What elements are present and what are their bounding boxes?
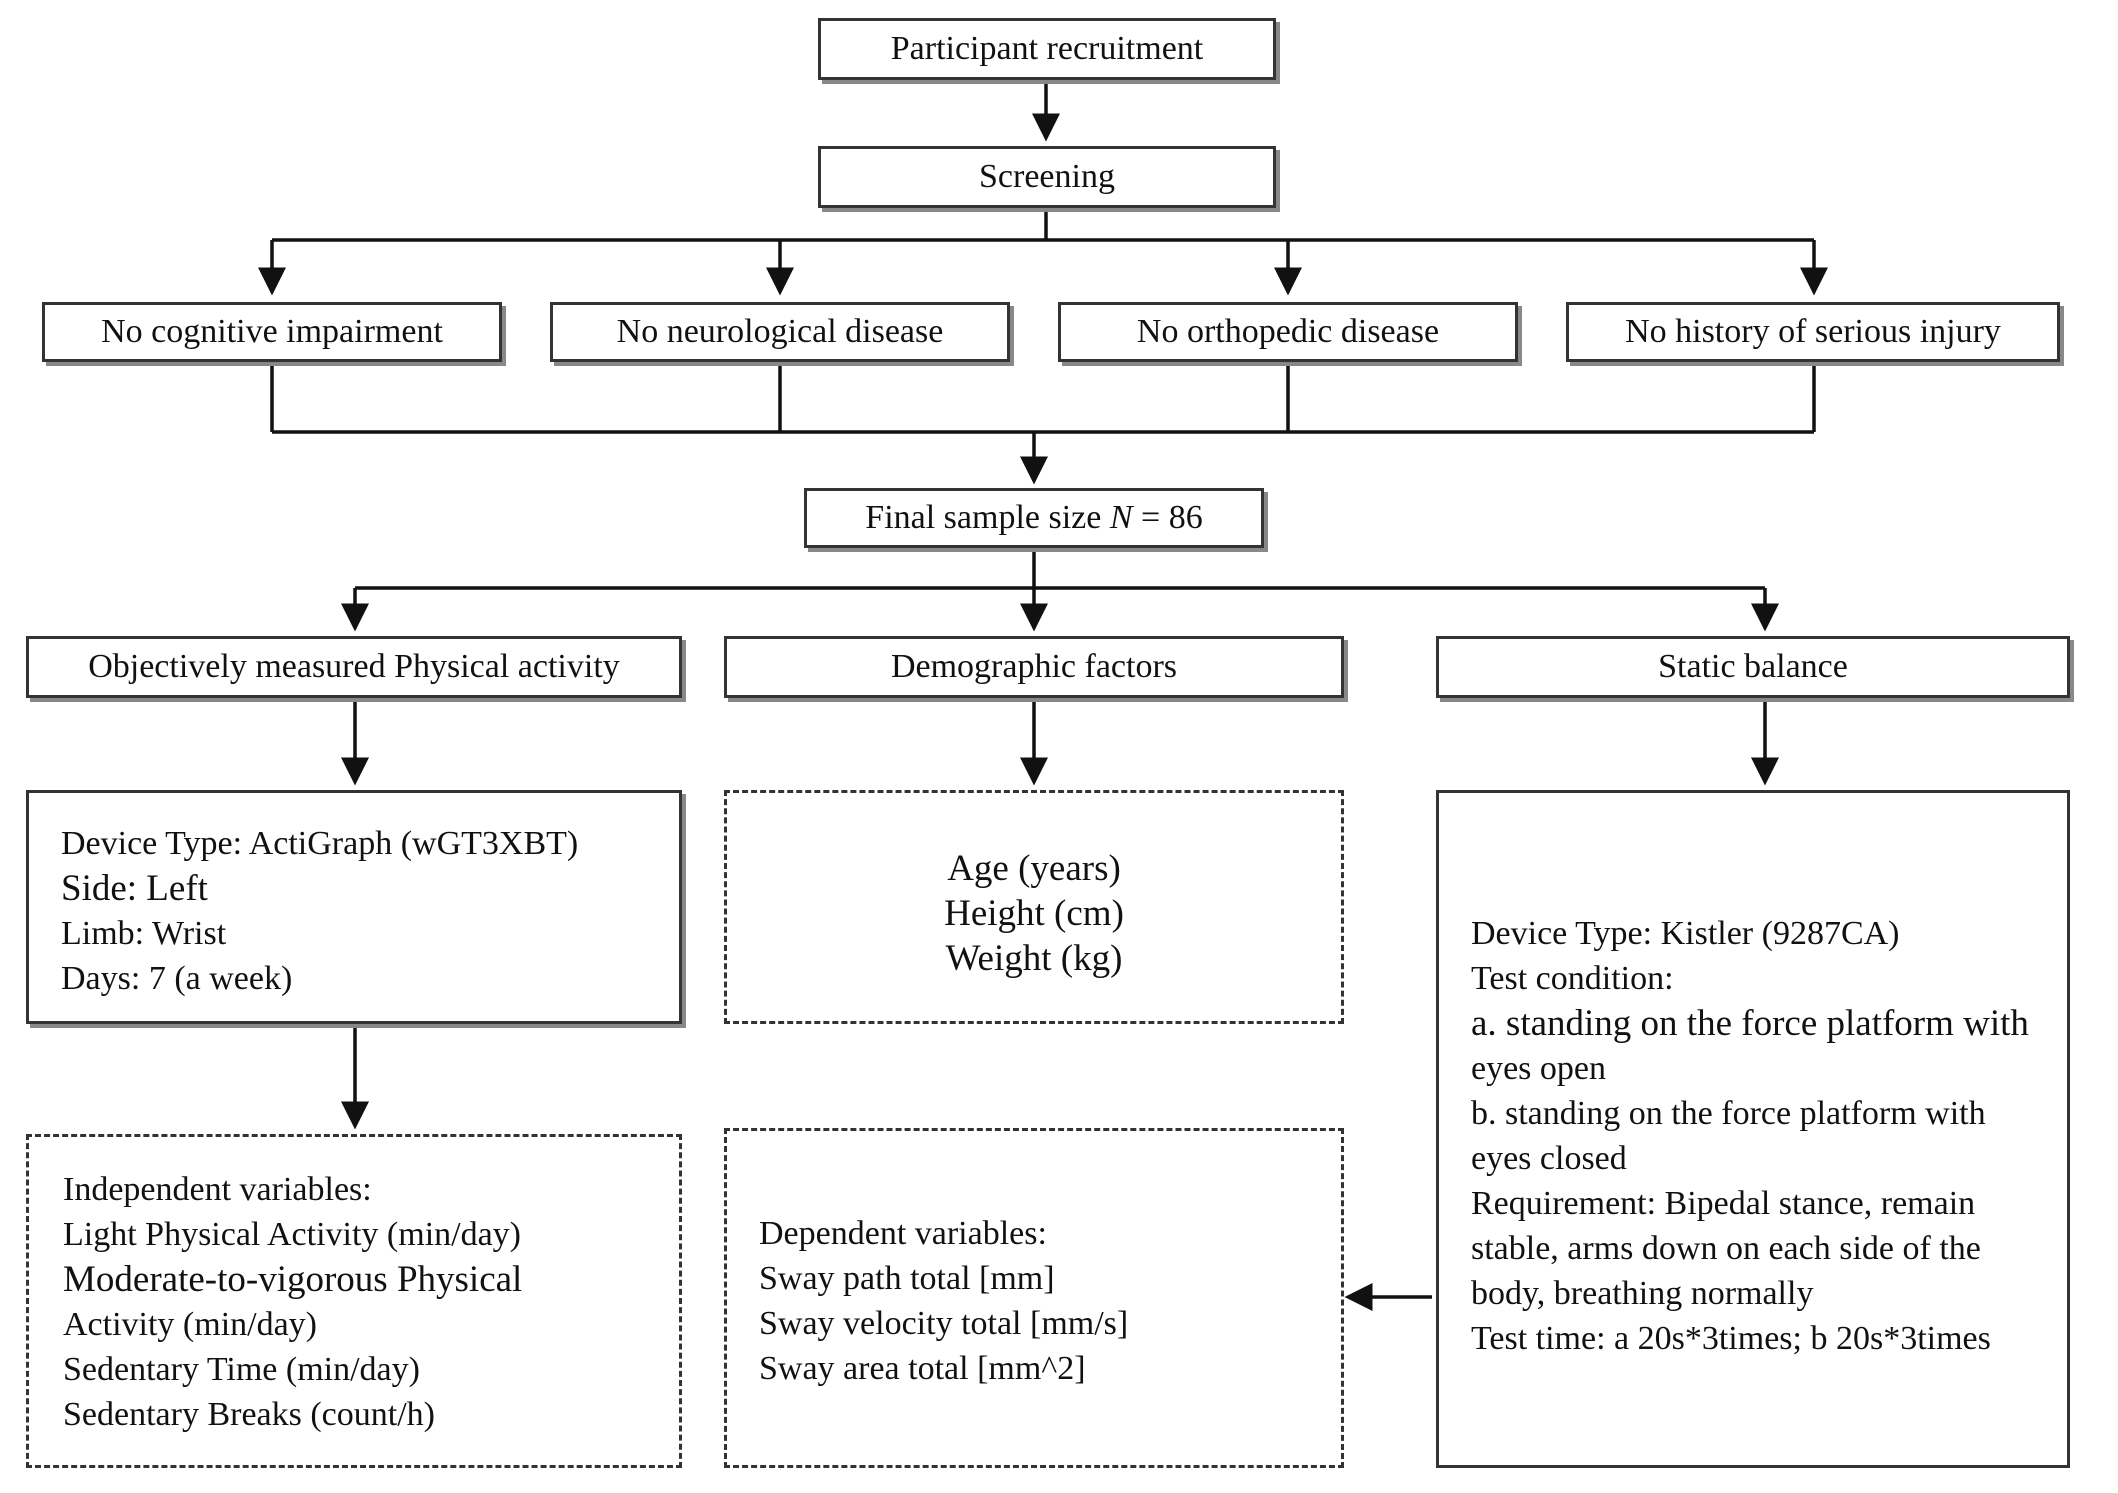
physical-activity-label: Objectively measured Physical activity xyxy=(88,648,620,685)
demographic-factors-box: Demographic factors xyxy=(724,636,1344,698)
screening-label: Screening xyxy=(979,158,1115,195)
final-sample-text: Final sample size N = 86 xyxy=(865,499,1202,537)
demographic-height: Height (cm) xyxy=(944,893,1124,934)
kistler-condition-a: a. standing on the force platform with xyxy=(1471,1003,2029,1044)
kistler-condition-a-cont: eyes open xyxy=(1471,1050,1607,1087)
criterion-injury-label: No history of serious injury xyxy=(1625,313,2001,350)
independent-heading: Independent variables: xyxy=(63,1171,372,1208)
criterion-cognitive-box: No cognitive impairment xyxy=(42,302,502,362)
kistler-condition-b: b. standing on the force platform with xyxy=(1471,1095,1986,1132)
final-sample-label: Final sample size xyxy=(865,499,1110,536)
independent-variables-box: Independent variables: Light Physical Ac… xyxy=(26,1134,682,1468)
actigraph-details-box: Device Type: ActiGraph (wGT3XBT) Side: L… xyxy=(26,790,682,1024)
independent-mvpa-cont: Activity (min/day) xyxy=(63,1306,318,1343)
participant-recruitment-label: Participant recruitment xyxy=(890,30,1204,67)
dependent-sway-velocity: Sway velocity total [mm/s] xyxy=(759,1305,1129,1342)
physical-activity-box: Objectively measured Physical activity xyxy=(26,636,682,698)
actigraph-device: Device Type: ActiGraph (wGT3XBT) xyxy=(61,825,579,862)
criterion-orthopedic-label: No orthopedic disease xyxy=(1136,313,1440,350)
kistler-details-box: Device Type: Kistler (9287CA) Test condi… xyxy=(1436,790,2070,1468)
kistler-condition-b-cont: eyes closed xyxy=(1471,1140,1627,1177)
criterion-injury-box: No history of serious injury xyxy=(1566,302,2060,362)
kistler-test-time: Test time: a 20s*3times; b 20s*3times xyxy=(1471,1320,1991,1357)
demographics-details-box: Age (years) Height (cm) Weight (kg) xyxy=(724,790,1344,1024)
dependent-sway-path: Sway path total [mm] xyxy=(759,1260,1055,1297)
screening-box: Screening xyxy=(818,146,1276,208)
criterion-cognitive-label: No cognitive impairment xyxy=(101,313,443,350)
criterion-neurological-label: No neurological disease xyxy=(616,313,944,350)
kistler-requirement: Requirement: Bipedal stance, remain xyxy=(1471,1185,1976,1222)
actigraph-side: Side: Left xyxy=(61,868,208,909)
final-sample-symbol: N xyxy=(1109,499,1133,536)
kistler-device: Device Type: Kistler (9287CA) xyxy=(1471,915,1900,952)
dependent-sway-area: Sway area total [mm^2] xyxy=(759,1350,1086,1387)
independent-light-pa: Light Physical Activity (min/day) xyxy=(63,1216,522,1253)
independent-sedentary-time: Sedentary Time (min/day) xyxy=(63,1351,420,1388)
dependent-variables-box: Dependent variables: Sway path total [mm… xyxy=(724,1128,1344,1468)
independent-mvpa: Moderate-to-vigorous Physical xyxy=(63,1259,523,1300)
actigraph-days: Days: 7 (a week) xyxy=(61,960,293,997)
demographic-weight: Weight (kg) xyxy=(945,938,1123,979)
static-balance-label: Static balance xyxy=(1658,648,1848,685)
kistler-test-condition: Test condition: xyxy=(1471,960,1674,997)
final-sample-box: Final sample size N = 86 xyxy=(804,488,1264,548)
criterion-orthopedic-box: No orthopedic disease xyxy=(1058,302,1518,362)
dependent-heading: Dependent variables: xyxy=(759,1215,1047,1252)
demographic-factors-label: Demographic factors xyxy=(890,648,1178,685)
kistler-requirement-cont-2: body, breathing normally xyxy=(1471,1275,1814,1312)
independent-sedentary-breaks: Sedentary Breaks (count/h) xyxy=(63,1396,435,1433)
criterion-neurological-box: No neurological disease xyxy=(550,302,1010,362)
kistler-requirement-cont-1: stable, arms down on each side of the xyxy=(1471,1230,1981,1267)
actigraph-limb: Limb: Wrist xyxy=(61,915,227,952)
final-sample-value: = 86 xyxy=(1132,499,1203,536)
demographic-age: Age (years) xyxy=(947,848,1121,889)
participant-recruitment-box: Participant recruitment xyxy=(818,18,1276,80)
static-balance-box: Static balance xyxy=(1436,636,2070,698)
